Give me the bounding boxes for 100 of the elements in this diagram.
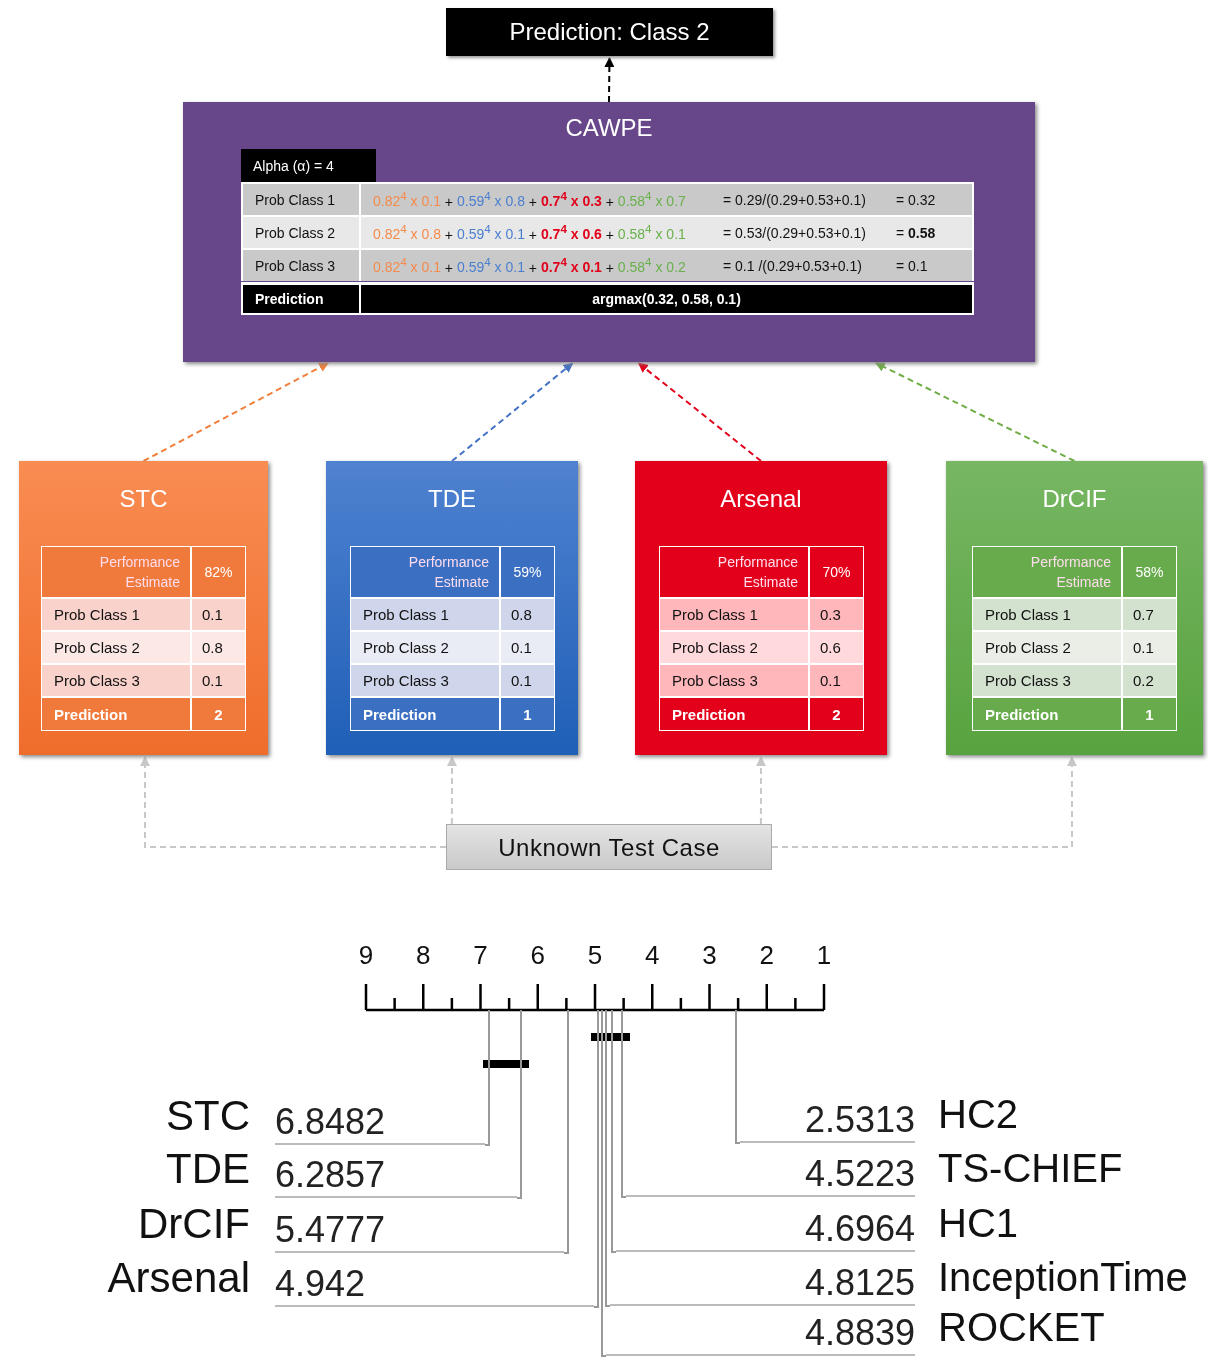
method-name: STC <box>165 1092 250 1140</box>
dashed-arrow <box>451 362 574 462</box>
table-cell: = 0.29/(0.29+0.53+0.1) <box>723 182 896 215</box>
method-name: ROCKET <box>938 1305 1105 1350</box>
table-cell: Prob Class 2 <box>241 215 361 248</box>
ensemble-panel <box>183 102 1035 362</box>
table-cell: Prob Class 2 <box>659 631 809 664</box>
table-cell: Prediction <box>972 697 1122 731</box>
table-cell: Prob Class 1 <box>350 598 500 631</box>
table-cell: Performance Estimate <box>972 546 1122 598</box>
rank-value: 4.5223 <box>626 1153 915 1197</box>
leader-line <box>621 1009 627 1198</box>
leader-line <box>601 1009 607 1357</box>
table-cell: = 0.53/(0.29+0.53+0.1) <box>723 215 896 248</box>
classifier-box <box>635 461 887 755</box>
table-cell: Performance Estimate <box>659 546 809 598</box>
table-cell: 0.1 <box>500 631 555 664</box>
table-cell: 58% <box>1122 546 1177 598</box>
tick-label: 4 <box>644 940 661 971</box>
formula-cell: 0.82$^{4}$ x 0.8 + 0.59$^{4}$ x 0.1 + 0.7$^{4}$ x 0.6 + 0.58$^{4}$ x 0.1 <box>361 215 723 248</box>
tick-label: 6 <box>529 940 546 971</box>
box-title: STC <box>118 485 169 513</box>
table-cell: Prob Class 3 <box>41 664 191 697</box>
box-title: TDE <box>427 485 477 513</box>
leader-line <box>735 1009 741 1144</box>
rank-value: 5.4777 <box>275 1209 564 1253</box>
table-cell: = 0.58 <box>896 215 974 248</box>
table-cell: 82% <box>191 546 246 598</box>
table-cell: 2 <box>191 697 246 731</box>
table-cell: 0.6 <box>809 631 864 664</box>
rank-value: 4.942 <box>275 1263 594 1307</box>
dashed-arrow <box>637 362 762 462</box>
table-cell: Alpha (α) = 4 <box>241 149 376 182</box>
table-cell: Performance Estimate <box>41 546 191 598</box>
output-text: Prediction: Class 2 <box>508 18 711 46</box>
table-cell: Prob Class 3 <box>659 664 809 697</box>
dashed-arrow <box>447 756 457 825</box>
leader-line <box>593 1009 599 1308</box>
table-cell: 0.1 <box>1122 631 1177 664</box>
table-cell: 0.8 <box>191 631 246 664</box>
table-cell: Prob Class 3 <box>241 248 361 281</box>
leader-line <box>605 1009 611 1307</box>
rank-value: 4.8839 <box>606 1312 915 1356</box>
box-title: DrCIF <box>1041 485 1108 513</box>
method-name: InceptionTime <box>938 1255 1188 1300</box>
table-cell: 0.1 <box>500 664 555 697</box>
table-cell: Prediction <box>350 697 500 731</box>
table-cell: Prob Class 1 <box>972 598 1122 631</box>
method-name: Arsenal <box>106 1254 250 1302</box>
classifier-box <box>326 461 578 755</box>
input-text: Unknown Test Case <box>497 834 721 862</box>
table-cell: 0.1 <box>191 664 246 697</box>
method-name: HC1 <box>938 1201 1019 1246</box>
tick-label: 9 <box>357 940 375 971</box>
table-cell: 0.7 <box>1122 598 1177 631</box>
rank-axis <box>364 982 826 1012</box>
dashed-arrow <box>874 361 1076 462</box>
table-cell: Performance Estimate <box>350 546 500 598</box>
dashed-arrow <box>771 756 1077 848</box>
tick-label: 3 <box>701 940 718 971</box>
classifier-box <box>946 461 1203 755</box>
table-cell: 1 <box>500 697 555 731</box>
table-cell: = 0.32 <box>896 182 974 215</box>
dashed-arrow <box>756 756 766 825</box>
dashed-arrow <box>604 57 615 103</box>
box-title: Arsenal <box>719 485 803 513</box>
table-cell: argmax(0.32, 0.58, 0.1) <box>361 282 974 315</box>
leader-line <box>563 1009 569 1254</box>
rank-value: 6.8482 <box>275 1101 485 1145</box>
table-cell: Prob Class 1 <box>41 598 191 631</box>
rank-value: 4.6964 <box>616 1208 915 1252</box>
method-name: HC2 <box>938 1092 1019 1137</box>
table-cell: 0.1 <box>191 598 246 631</box>
leader-line <box>516 1009 522 1199</box>
input-box <box>446 824 772 870</box>
rank-value: 2.5313 <box>740 1099 915 1143</box>
classifier-box <box>19 461 268 755</box>
table-cell: Prediction <box>41 697 191 731</box>
table-cell: Prob Class 1 <box>241 182 361 215</box>
method-name: TS-CHIEF <box>938 1146 1123 1191</box>
rank-value: 4.8125 <box>610 1262 915 1306</box>
table-cell: Prediction <box>659 697 809 731</box>
table-cell: 0.2 <box>1122 664 1177 697</box>
dashed-arrow <box>140 756 447 848</box>
leader-line <box>484 1009 490 1146</box>
table-cell: 70% <box>809 546 864 598</box>
tick-label: 1 <box>815 940 833 971</box>
method-name: DrCIF <box>137 1200 250 1248</box>
table-cell: = 0.1 /(0.29+0.53+0.1) <box>723 248 896 281</box>
table-cell: Prob Class 3 <box>350 664 500 697</box>
leader-line <box>611 1009 617 1253</box>
table-cell: Prediction <box>241 282 361 315</box>
table-cell: Prob Class 1 <box>659 598 809 631</box>
table-cell: 2 <box>809 697 864 731</box>
table-cell: 59% <box>500 546 555 598</box>
output-box <box>446 8 773 56</box>
table-cell: 0.8 <box>500 598 555 631</box>
method-name: TDE <box>165 1145 250 1193</box>
table-cell: 0.3 <box>809 598 864 631</box>
rank-value: 6.2857 <box>275 1154 517 1198</box>
